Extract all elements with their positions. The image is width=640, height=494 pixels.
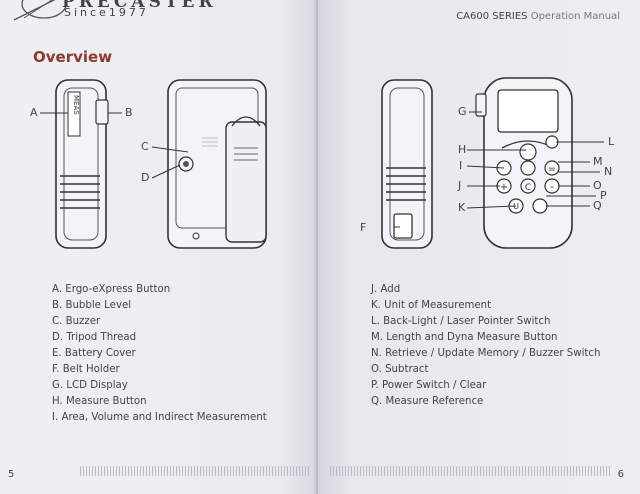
add-key-glyph: + xyxy=(500,182,508,193)
callout-p: P xyxy=(600,189,607,202)
callout-n: N xyxy=(604,165,613,178)
callout-i: I xyxy=(459,159,463,172)
page-number-left: 5 xyxy=(8,469,15,480)
callout-d: D xyxy=(141,171,150,184)
list-item: F. Belt Holder xyxy=(52,364,120,375)
list-item: O. Subtract xyxy=(371,364,429,375)
subtract-key-glyph: - xyxy=(550,180,554,193)
callout-lines xyxy=(40,112,189,179)
callout-g: G xyxy=(458,105,467,118)
section-title: Overview xyxy=(33,48,113,66)
list-item: P. Power Switch / Clear xyxy=(371,380,487,391)
power-key-glyph: C xyxy=(525,183,531,193)
callout-c: C xyxy=(141,140,149,153)
callout-a: A xyxy=(30,106,38,119)
callout-j: J xyxy=(458,179,462,192)
list-item: J. Add xyxy=(371,284,401,295)
left-page: PRECASTER Since1977 Overview MEAS xyxy=(0,0,318,494)
list-item: C. Buzzer xyxy=(52,316,101,327)
unit-key-glyph: U xyxy=(513,202,519,211)
list-item: K. Unit of Measurement xyxy=(371,300,492,311)
parts-list-right: J. Add K. Unit of Measurement L. Back-Li… xyxy=(371,282,600,410)
list-item: G. LCD Display xyxy=(52,380,128,391)
device-back-view-diagram xyxy=(167,79,267,249)
callout-o: O xyxy=(593,179,602,192)
list-item: E. Battery Cover xyxy=(52,348,136,359)
callout-k: K xyxy=(458,201,466,214)
page-ruler-decoration xyxy=(80,466,310,476)
meas-label: MEAS xyxy=(72,95,80,115)
list-item: B. Bubble Level xyxy=(52,300,132,311)
list-item: M. Length and Dyna Measure Button xyxy=(371,332,558,343)
manual-title: Operation Manual xyxy=(530,11,620,22)
callout-f: F xyxy=(360,221,367,234)
list-item: Q. Measure Reference xyxy=(371,396,484,407)
page-number-right: 6 xyxy=(617,469,624,480)
length-key-glyph: = xyxy=(548,164,556,175)
callout-lines-right xyxy=(394,111,604,228)
list-item: I. Area, Volume and Indirect Measurement xyxy=(52,412,267,423)
brand-since: Since1977 xyxy=(64,6,149,19)
page-ruler-decoration-right xyxy=(330,466,610,476)
list-item: L. Back-Light / Laser Pointer Switch xyxy=(371,316,551,327)
callout-h: H xyxy=(458,143,467,156)
device-side-view-diagram: MEAS xyxy=(55,79,109,249)
list-item: A. Ergo-eXpress Button xyxy=(52,284,171,295)
callout-b: B xyxy=(125,106,133,119)
callout-l: L xyxy=(608,135,615,148)
callout-m: M xyxy=(593,155,603,168)
device-side-view-diagram-right xyxy=(381,79,433,249)
series-title: CA600 SERIES xyxy=(456,11,528,22)
list-item: H. Measure Button xyxy=(52,396,147,407)
list-item: N. Retrieve / Update Memory / Buzzer Swi… xyxy=(371,348,601,359)
parts-list-left: A. Ergo-eXpress Button B. Bubble Level C… xyxy=(52,282,267,426)
callout-q: Q xyxy=(593,199,602,212)
right-page: CA600 SERIES Operation Manual + xyxy=(318,0,640,494)
brand-logo-icon xyxy=(13,0,67,21)
list-item: D. Tripod Thread xyxy=(52,332,137,343)
running-header: CA600 SERIES Operation Manual xyxy=(456,11,620,22)
brand-name: PRECASTER xyxy=(62,0,217,12)
